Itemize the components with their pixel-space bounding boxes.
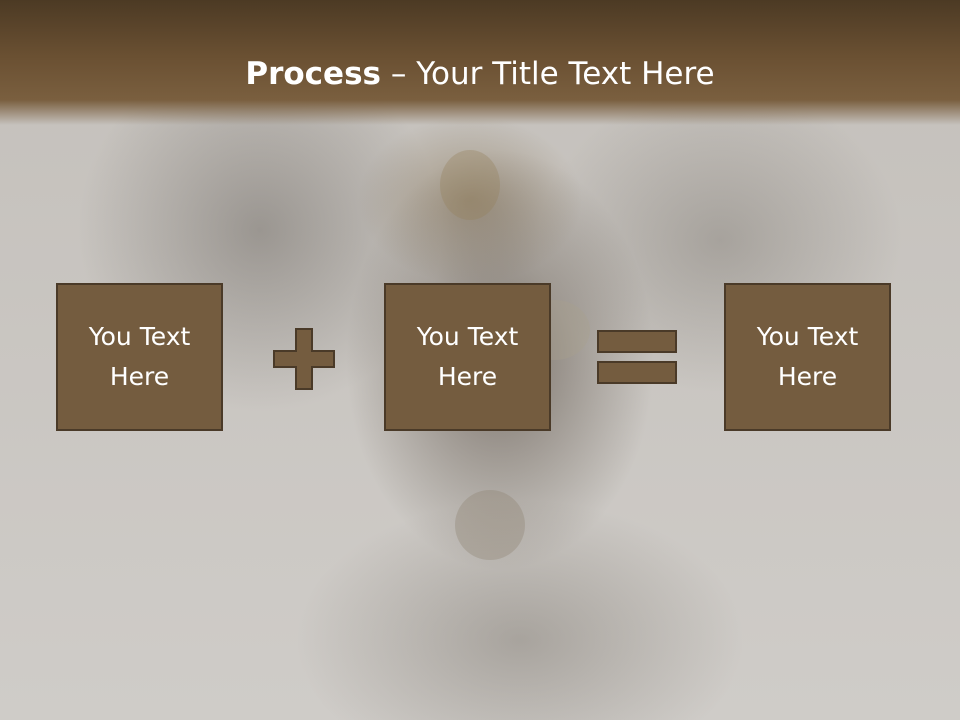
equals-icon	[597, 330, 677, 384]
label-line-2: Here	[109, 362, 170, 391]
title-bar	[0, 0, 960, 125]
label-line-2: Here	[437, 362, 498, 391]
label-line-1: You Text	[756, 322, 859, 351]
title-bold: Process	[245, 56, 381, 92]
process-box-1[interactable]: You Text Here	[56, 283, 223, 431]
plus-icon	[273, 328, 335, 390]
process-box-2[interactable]: You Text Here	[384, 283, 551, 431]
title-rest: – Your Title Text Here	[381, 56, 715, 92]
slide-title: Process – Your Title Text Here	[0, 52, 960, 96]
mask-ornament	[440, 150, 500, 220]
process-box-3[interactable]: You Text Here	[724, 283, 891, 431]
label-line-1: You Text	[88, 322, 191, 351]
process-box-label: You Text Here	[743, 317, 873, 397]
label-line-1: You Text	[416, 322, 519, 351]
process-box-label: You Text Here	[403, 317, 533, 397]
label-line-2: Here	[777, 362, 838, 391]
process-box-label: You Text Here	[75, 317, 205, 397]
mask-ornament	[455, 490, 525, 560]
